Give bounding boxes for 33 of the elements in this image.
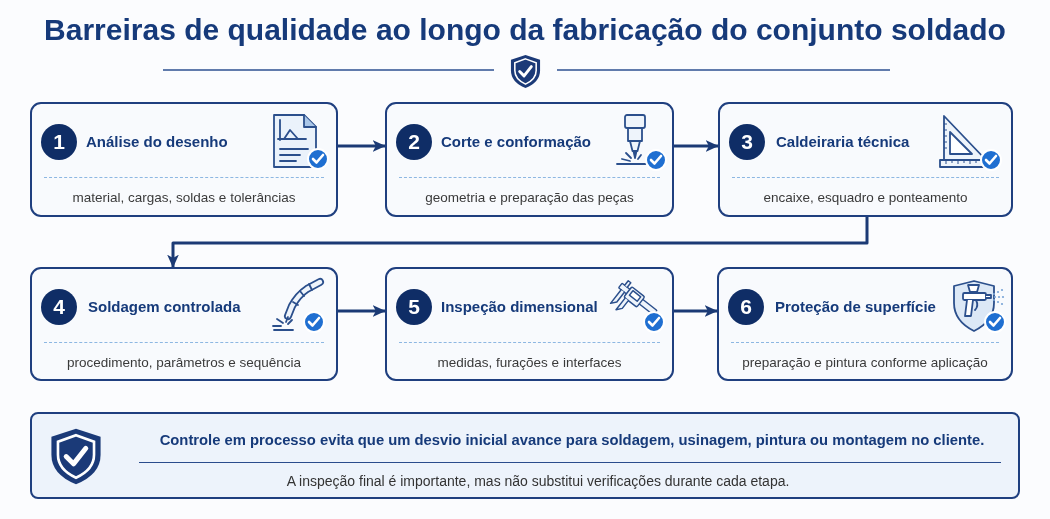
arrow <box>674 140 719 152</box>
step-description: geometria e preparação das peças <box>424 189 635 207</box>
step-title: Corte e conformação <box>441 132 592 152</box>
step-number: 1 <box>41 124 77 160</box>
note-panel <box>30 412 1020 499</box>
arrow <box>338 140 386 152</box>
step-description: encaixe, esquadro e ponteamento <box>762 189 969 207</box>
process-card <box>385 267 674 381</box>
process-card <box>30 267 338 381</box>
step-title: Soldagem controlada <box>88 297 241 317</box>
step-description: procedimento, parâmetros e sequência <box>65 354 303 372</box>
step-number: 3 <box>729 124 765 160</box>
step-title: Análise do desenho <box>86 132 228 152</box>
arrow <box>167 217 869 268</box>
step-description: preparação e pintura conforme aplicação <box>741 354 989 372</box>
process-card <box>30 102 338 217</box>
step-description: medidas, furações e interfaces <box>436 354 623 372</box>
step-title: Caldeiraria técnica <box>776 132 910 152</box>
step-number: 6 <box>728 289 764 325</box>
arrow <box>338 305 386 317</box>
step-title: Proteção de superfície <box>775 297 936 317</box>
title: Barreiras de qualidade ao longo da fabricação do conjunto soldado <box>43 12 1007 48</box>
process-card <box>718 102 1013 217</box>
step-number: 2 <box>396 124 432 160</box>
step-title: Inspeção dimensional <box>441 297 598 317</box>
process-card <box>717 267 1013 381</box>
process-card <box>385 102 674 217</box>
step-description: material, cargas, soldas e tolerâncias <box>71 189 297 207</box>
note-text: A inspeção final é importante, mas não substitui verificações durante cada etapa. <box>285 472 791 491</box>
arrow <box>674 305 718 317</box>
step-number: 5 <box>396 289 432 325</box>
note-heading: Controle em processo evita que um desvio inicial avance para soldagem, usinagem, pintura ou montagem no cliente. <box>158 431 986 450</box>
step-number: 4 <box>41 289 77 325</box>
